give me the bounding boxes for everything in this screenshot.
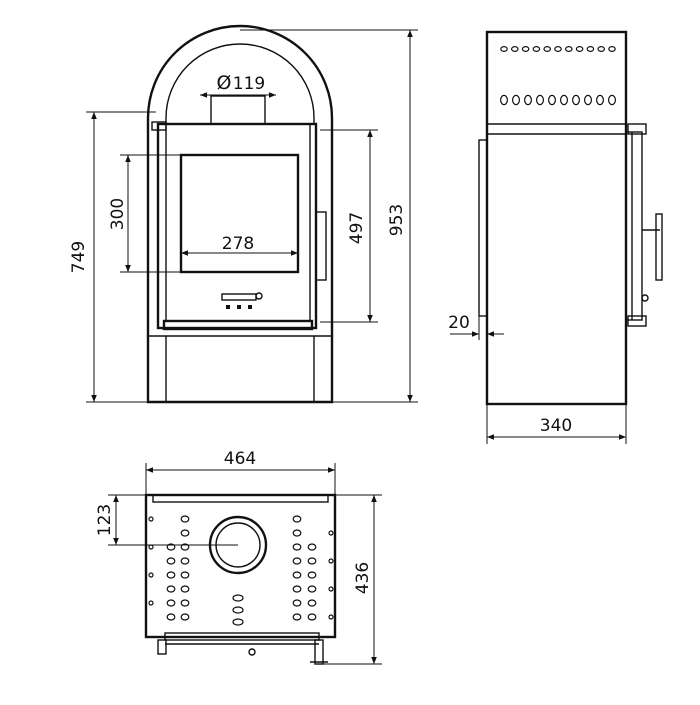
side-body-outline	[485, 30, 628, 406]
top-vent-hole	[307, 585, 317, 593]
top-rear-rail	[152, 494, 329, 503]
side-vent-hole	[510, 45, 519, 52]
side-top-holes	[500, 45, 616, 106]
top-vent-hole	[180, 557, 190, 565]
top-vent-hole	[180, 599, 190, 607]
dim-diameter-symbol: Ø	[217, 72, 232, 94]
side-left-strip	[478, 139, 488, 317]
front-view: 749 300 278 Ø 119 497 953	[69, 24, 418, 404]
dim-953-label: 953	[387, 204, 407, 236]
door-hinge-top	[151, 121, 167, 131]
side-vent-hole	[586, 45, 595, 52]
dim-340-label: 340	[540, 416, 572, 436]
dim-464-label: 464	[224, 449, 256, 469]
top-vent-hole	[292, 599, 302, 607]
door-glass	[179, 153, 300, 274]
top-vent-hole	[232, 606, 244, 614]
top-vent-hole	[307, 599, 317, 607]
top-vent-hole	[292, 571, 302, 579]
top-vent-hole	[166, 613, 176, 621]
dim-749-label: 749	[69, 241, 89, 273]
side-vent-hole	[500, 45, 508, 52]
dim-300-label: 300	[108, 198, 128, 230]
side-vent-hole	[523, 94, 532, 106]
side-vent-hole	[564, 45, 573, 52]
top-edge-mark	[328, 614, 334, 620]
top-vent-hole	[292, 529, 302, 537]
side-vent-hole	[559, 94, 568, 106]
air-control	[221, 293, 257, 301]
side-vent-hole	[535, 94, 544, 106]
side-vent-hole	[583, 94, 592, 106]
top-edge-mark	[148, 600, 154, 606]
side-vent-hole	[554, 45, 562, 52]
top-vent-hole	[180, 585, 190, 593]
side-vent-hole	[521, 45, 530, 52]
dim-20-label: 20	[448, 313, 470, 333]
top-vent-hole	[180, 571, 190, 579]
dim-123-label: 123	[95, 504, 115, 536]
top-vent-hole	[166, 599, 176, 607]
dim-278-label: 278	[222, 234, 254, 254]
door-bottom-bar	[162, 319, 314, 331]
air-control-knob-icon	[255, 292, 263, 300]
top-vent-hole	[180, 529, 190, 537]
side-handle	[655, 213, 663, 281]
top-view: 464 123 436	[95, 449, 382, 665]
top-edge-mark	[328, 586, 334, 592]
side-door-profile	[625, 131, 643, 321]
top-edge-mark	[148, 516, 154, 522]
top-vent-hole	[307, 613, 317, 621]
top-vent-hole	[307, 557, 317, 565]
top-vent-holes	[148, 515, 334, 626]
front-inner-arch	[165, 43, 315, 124]
side-view: 20 340	[448, 30, 663, 444]
side-vent-hole	[595, 94, 604, 106]
door-handle	[315, 211, 327, 281]
dim-497-label: 497	[347, 212, 367, 244]
front-body-outline	[146, 24, 334, 404]
top-vent-hole	[180, 543, 190, 551]
top-vent-hole	[166, 543, 176, 551]
top-edge-mark	[328, 530, 334, 536]
top-vent-hole	[180, 613, 190, 621]
top-vent-hole	[232, 594, 244, 602]
top-front-rail	[164, 632, 320, 641]
side-vent-hole	[543, 45, 552, 52]
top-vent-hole	[307, 543, 317, 551]
top-edge-mark	[148, 572, 154, 578]
side-vent-hole	[500, 94, 509, 106]
top-vent-hole	[166, 557, 176, 565]
top-vent-hole	[292, 557, 302, 565]
top-vent-hole	[292, 515, 302, 523]
top-vent-hole	[166, 585, 176, 593]
side-vent-hole	[511, 94, 520, 106]
top-vent-hole	[232, 618, 244, 626]
top-vent-hole	[166, 571, 176, 579]
side-vent-hole	[607, 94, 616, 106]
top-vent-hole	[180, 515, 190, 523]
side-vent-hole	[547, 94, 556, 106]
dim-119-label: 119	[233, 74, 265, 94]
side-vent-hole	[597, 45, 606, 52]
side-vent-hole	[532, 45, 541, 52]
top-vent-hole	[292, 585, 302, 593]
dim-436-label: 436	[353, 562, 373, 594]
side-vent-hole	[571, 94, 580, 106]
flue-collar	[210, 95, 266, 125]
top-vent-hole	[292, 543, 302, 551]
top-vent-hole	[292, 613, 302, 621]
side-vent-hole	[575, 45, 584, 52]
top-edge-mark	[328, 558, 334, 564]
top-edge-mark	[148, 544, 154, 550]
side-vent-hole	[608, 45, 616, 52]
top-vent-hole	[307, 571, 317, 579]
